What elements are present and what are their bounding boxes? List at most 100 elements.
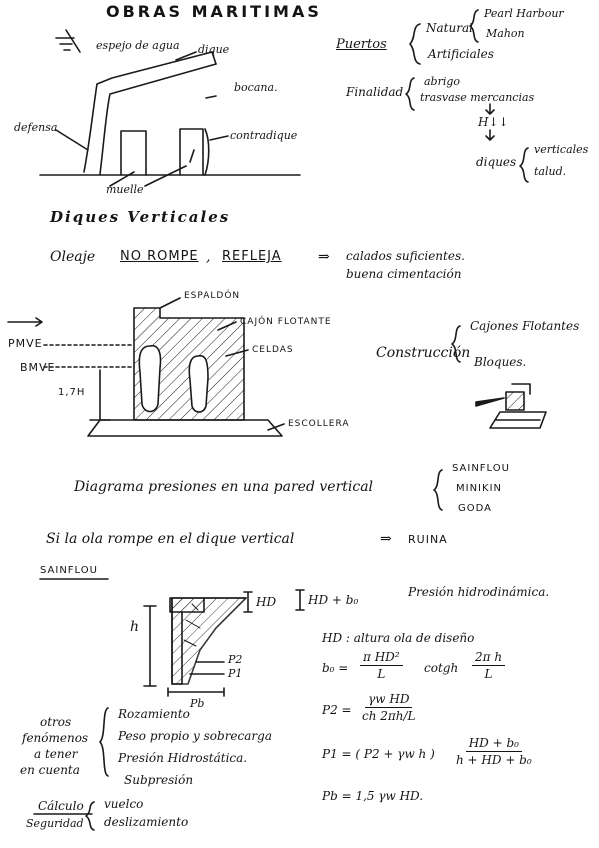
presion-hidrodinamica: Presión hidrodinámica. — [408, 585, 550, 599]
wave-height-arrows: H↓↓ — [478, 115, 509, 129]
pier-1 — [120, 130, 147, 176]
pb-equation: Pb = 1,5 γw HD. — [322, 789, 424, 803]
hd-b0-dimension — [295, 589, 305, 611]
construccion-label: Construcción — [376, 345, 471, 361]
otros-braces — [33, 707, 109, 831]
defensa-leader — [55, 129, 89, 151]
otros-line-4: en cuenta — [20, 763, 80, 777]
contradique-label: contradique — [230, 129, 298, 142]
implies-arrow-2: ⇒ — [380, 531, 392, 547]
wave-direction-arrow — [7, 317, 43, 327]
otros-line-1: otros — [40, 715, 72, 729]
natural-example-2: Mahon — [486, 27, 525, 40]
sainflou-diagram — [39, 578, 305, 697]
bocana-label: bocana. — [234, 81, 278, 94]
oleaje-label: Oleaje — [50, 249, 96, 265]
celdas-label: CELDAS — [252, 345, 294, 355]
bloques-label: Bloques. — [474, 355, 527, 369]
calados-label: calados suficientes. — [346, 249, 465, 263]
b0-cotgh: cotgh — [424, 661, 459, 675]
cotgh-numerator: 2π h — [472, 650, 506, 666]
b0-denominator: L — [377, 667, 386, 681]
natural-example-1: Pearl Harbour — [484, 7, 564, 20]
diques-label: diques — [476, 155, 517, 169]
otros-item-peso: Peso propio y sobrecarga — [118, 729, 272, 743]
p2-fraction: γw HD ch 2πh/L — [362, 692, 416, 723]
puertos-braces — [405, 9, 529, 183]
b0-fraction: π HD² L — [360, 650, 403, 681]
celdas-leader — [225, 349, 249, 357]
h17-label: 1,7H — [58, 387, 86, 398]
h-label: h — [130, 619, 140, 635]
otros-item-hidrostatica: Presión Hidrostática. — [118, 751, 248, 765]
natural-label: Natural — [426, 21, 473, 35]
sainflou-label: SAINFLOU — [40, 565, 98, 576]
b0-numerator: π HD² — [360, 650, 403, 666]
dique-leader — [175, 51, 197, 61]
hd-label: HD — [256, 595, 277, 609]
cajon-flotante-label: CAJÓN FLOTANTE — [240, 317, 332, 327]
vuelco-label: vuelco — [104, 797, 144, 811]
methods-brace — [433, 469, 443, 511]
cimentacion-label: buena cimentación — [346, 267, 462, 281]
refleja-label: REFLEJA — [222, 249, 282, 264]
otros-line-3: a tener — [34, 747, 78, 761]
cotgh-denominator: L — [484, 667, 493, 681]
port-plan-sketch — [39, 29, 301, 187]
method-sainflou: SAINFLOU — [452, 463, 510, 474]
breakwater-inner-line — [99, 63, 217, 175]
muelle-leaders — [109, 165, 187, 187]
breakwater-outer-line — [83, 51, 213, 173]
cajon-leader — [217, 321, 237, 331]
verticales-label: verticales — [534, 143, 589, 156]
espejo-label: espejo de agua — [96, 39, 180, 52]
dique-label: dique — [198, 43, 230, 56]
pmve-label: PMVE — [8, 337, 43, 350]
bmve-label: BMVE — [20, 361, 56, 374]
p1-numerator: HD + b₀ — [465, 736, 522, 752]
hd-b0-label: HD + b₀ — [308, 593, 359, 607]
calculo-label: Cálculo — [38, 799, 84, 813]
otros-line-2: fenómenos — [22, 731, 89, 745]
no-rompe-label: NO ROMPE — [120, 249, 199, 264]
finalidad-label: Finalidad — [346, 85, 404, 99]
p1-denominator: h + HD + b₀ — [456, 753, 532, 767]
cell-1 — [138, 344, 162, 413]
contradique-leader — [209, 135, 229, 141]
seguridad-label: Seguridad — [26, 817, 84, 830]
rubble-base — [87, 419, 283, 437]
diques-verticales-heading: Diques Verticales — [50, 208, 231, 226]
page-title: OBRAS MARITIMAS — [106, 2, 322, 21]
muelle-label: muelle — [106, 183, 144, 196]
p1-label: P1 — [228, 667, 243, 680]
bocana-mark — [205, 95, 217, 99]
p1-fraction: HD + b₀ h + HD + b₀ — [456, 736, 532, 767]
hd-dimension — [243, 591, 253, 613]
abrigo-label: abrigo — [424, 75, 461, 88]
espaldon-label: ESPALDÓN — [184, 291, 241, 301]
method-minikin: MINIKIN — [456, 483, 502, 494]
cotgh-fraction: 2π h L — [472, 650, 506, 681]
counter-breakwater — [204, 128, 210, 176]
crane-sketch — [475, 397, 505, 407]
deslizamiento-label: deslizamiento — [104, 815, 189, 829]
down-arrow-2 — [485, 129, 495, 141]
otros-item-subpresion: Subpresión — [124, 773, 194, 787]
b0-lhs: b₀ = — [322, 661, 349, 675]
water-level-arrow — [65, 29, 81, 53]
escollera-leader — [267, 423, 285, 431]
vertical-breakwater-section — [7, 297, 547, 437]
diagrama-text: Diagrama presiones en una pared vertical — [74, 479, 374, 495]
down-arrow-1 — [485, 103, 495, 115]
ruina-text: Si la ola rompe en el dique vertical — [46, 531, 295, 547]
ruina-word: RUINA — [408, 533, 448, 546]
artificial-label: Artificiales — [428, 47, 494, 61]
p2-numerator: γw HD — [365, 692, 413, 708]
p2-denominator: ch 2πh/L — [362, 709, 416, 723]
cajones-label: Cajones Flotantes — [470, 319, 580, 333]
puertos-label: Puertos — [336, 37, 387, 52]
espaldon-leader — [159, 297, 181, 309]
comma: , — [206, 249, 211, 265]
